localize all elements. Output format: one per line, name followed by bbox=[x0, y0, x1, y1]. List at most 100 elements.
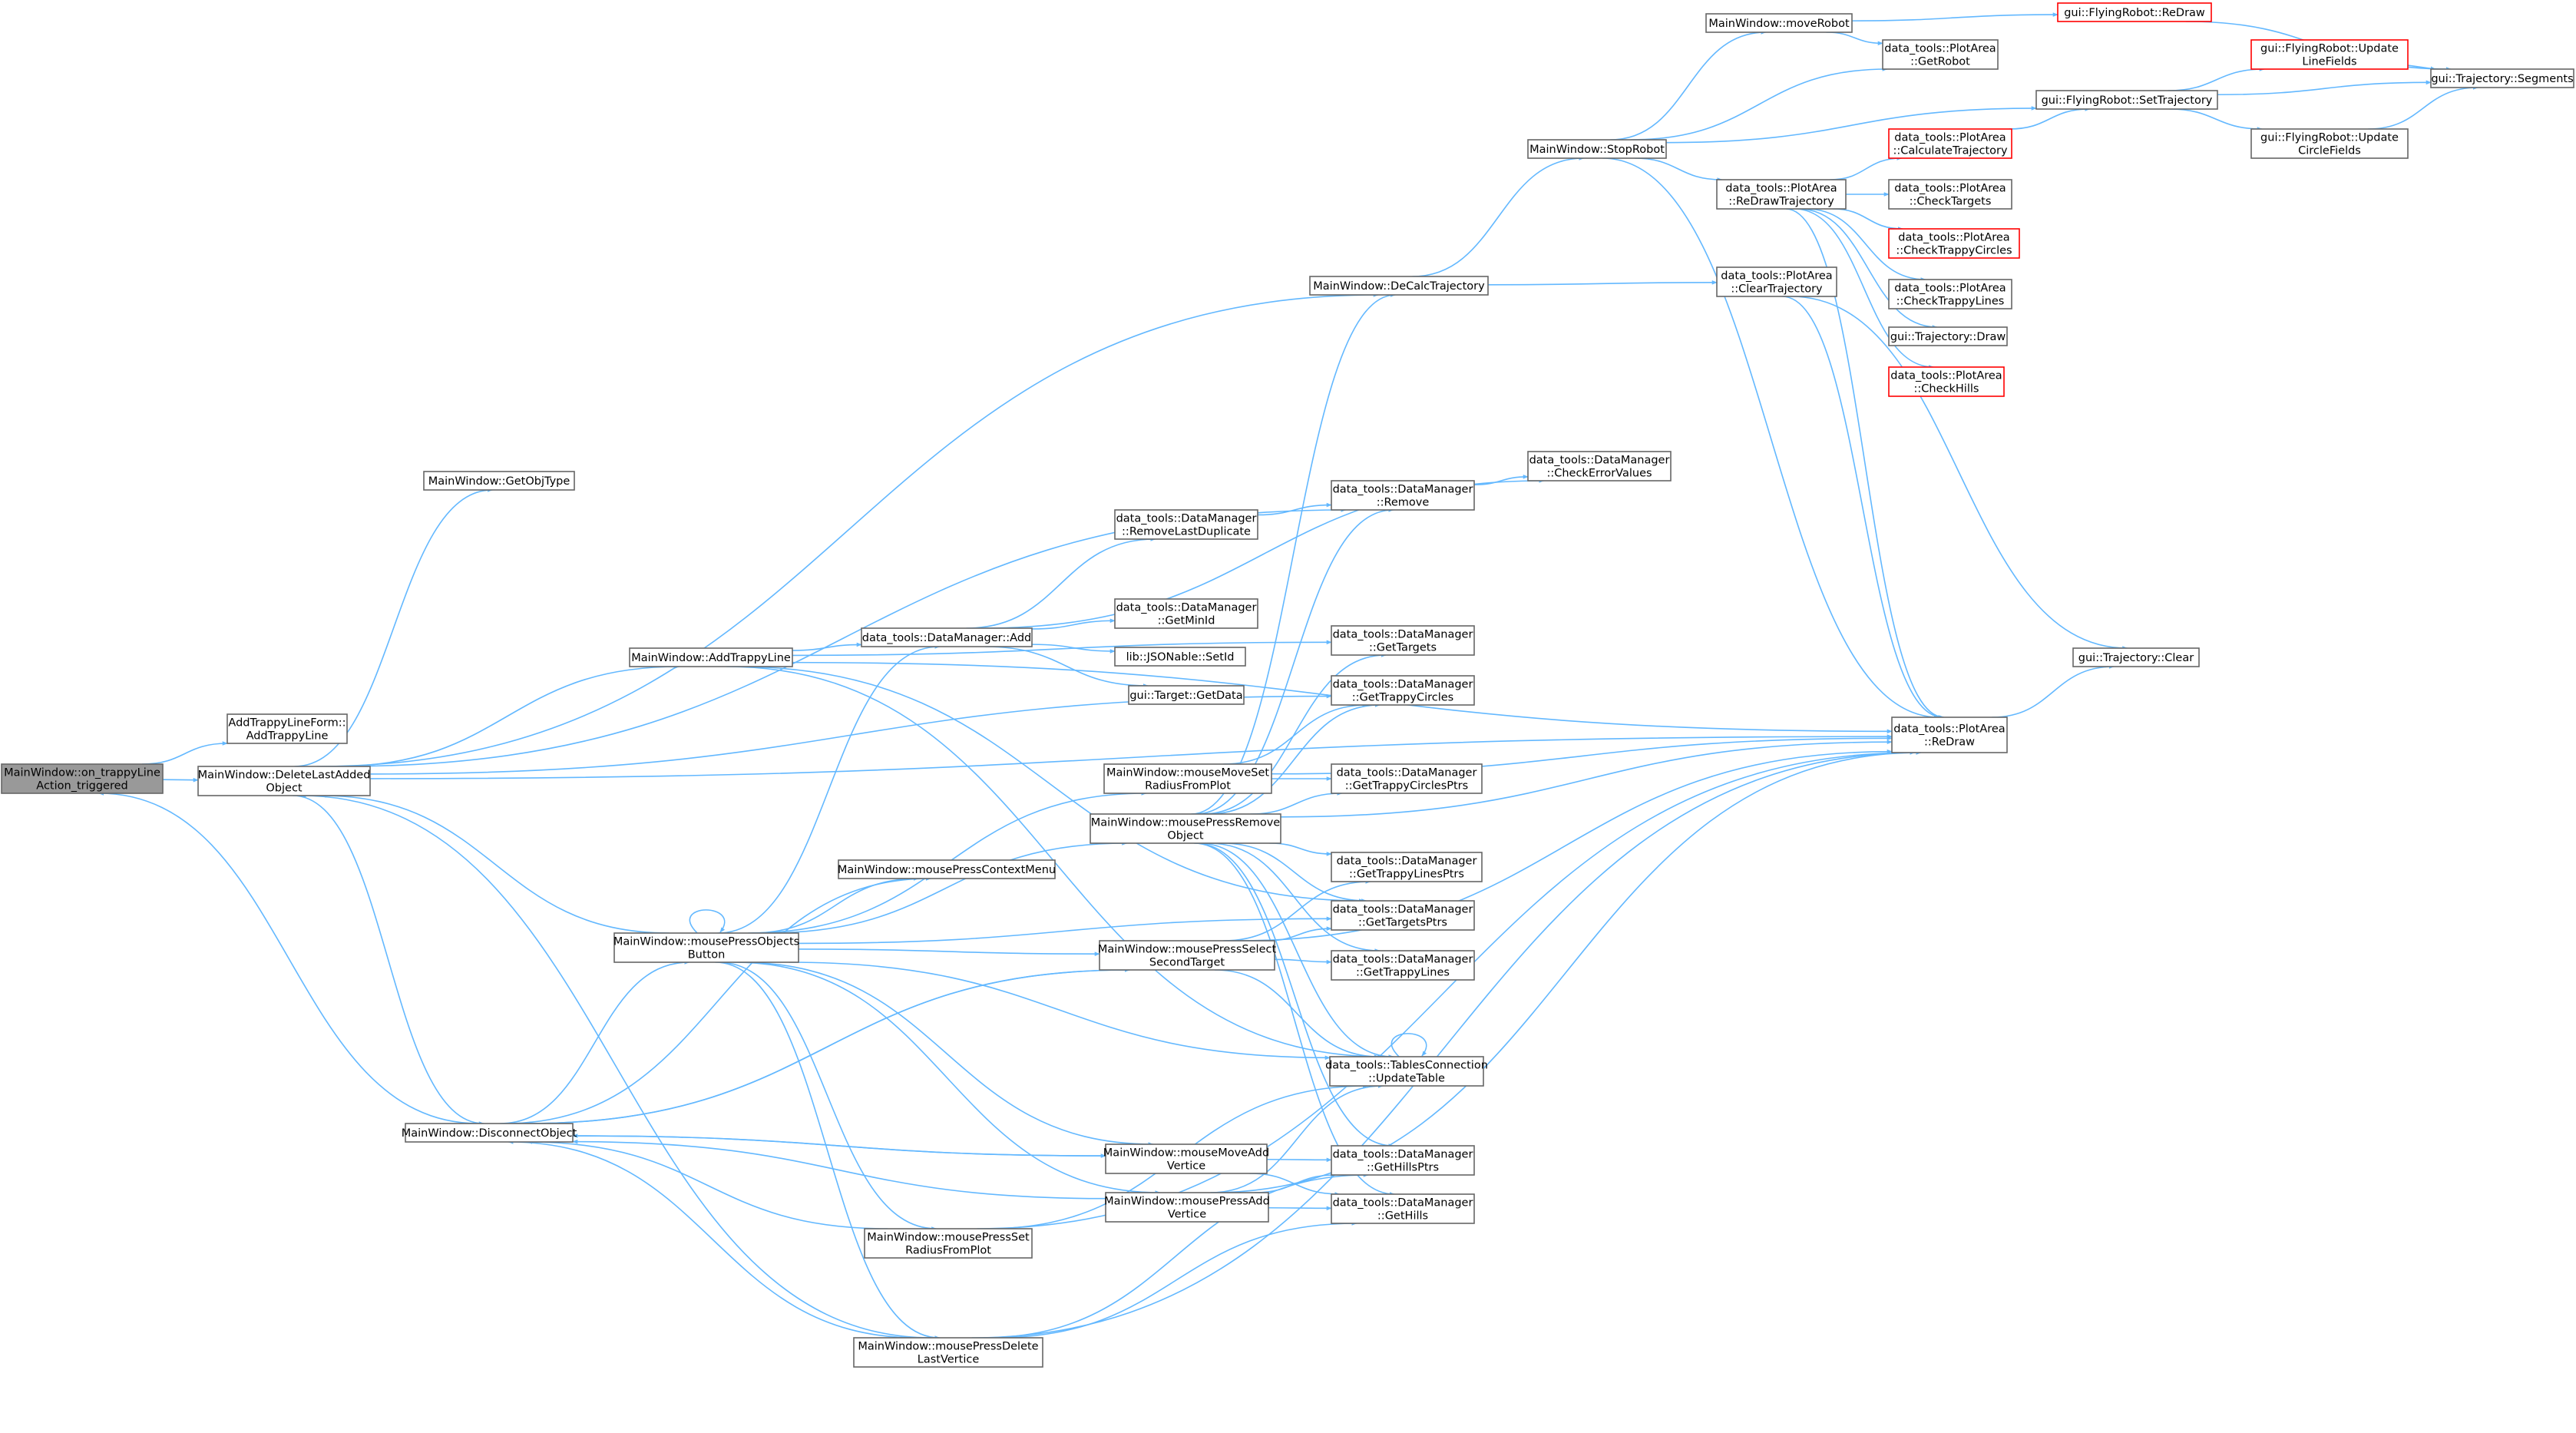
node-dmGetTrappyLinesPtrs[interactable]: data_tools::DataManager::GetTrappyLinesP… bbox=[1331, 852, 1483, 882]
edge-root-to-addTrappyForm bbox=[142, 741, 228, 765]
node-dmGetTrappyCirclesPtrs[interactable]: data_tools::DataManager::GetTrappyCircle… bbox=[1331, 763, 1483, 794]
node-label-line: AddTrappyLineForm:: bbox=[228, 717, 346, 730]
node-frReDraw[interactable]: gui::FlyingRobot::ReDraw bbox=[2057, 2, 2212, 22]
node-dmGetHills[interactable]: data_tools::DataManager::GetHills bbox=[1331, 1193, 1475, 1224]
edge-line bbox=[142, 741, 228, 765]
node-frSetTraj[interactable]: gui::FlyingRobot::SetTrajectory bbox=[2035, 90, 2218, 110]
edge-deleteLast-to-dmRemove bbox=[341, 508, 1347, 767]
edge-line bbox=[1280, 740, 1893, 818]
node-tcUpdate[interactable]: data_tools::TablesConnection::UpdateTabl… bbox=[1325, 1056, 1488, 1087]
node-targetGetData[interactable]: gui::Target::GetData bbox=[1128, 685, 1245, 705]
edge-addTrappyLine-to-dmAdd bbox=[792, 642, 862, 651]
node-dmGetTrappyCircles[interactable]: data_tools::DataManager::GetTrappyCircle… bbox=[1331, 675, 1475, 706]
node-label-line: data_tools::PlotArea bbox=[1721, 270, 1832, 283]
edge-dmAdd-to-targetGetData bbox=[984, 646, 1149, 688]
node-dmGetHillsPtrs[interactable]: data_tools::DataManager::GetHillsPtrs bbox=[1331, 1145, 1475, 1176]
node-pressContext[interactable]: MainWindow::mousePressContextMenu bbox=[838, 859, 1056, 879]
node-label-line: Vertice bbox=[1168, 1209, 1206, 1221]
node-label-line: data_tools::DataManager bbox=[1333, 954, 1473, 966]
node-dmAdd[interactable]: data_tools::DataManager::Add bbox=[861, 627, 1033, 647]
node-dmRemoveLastDup[interactable]: data_tools::DataManager::RemoveLastDupli… bbox=[1114, 509, 1258, 540]
node-label-line: MainWindow::DeCalcTrajectory bbox=[1313, 280, 1485, 293]
node-label-line: Object bbox=[266, 783, 303, 795]
node-jsonSetId[interactable]: lib::JSONable::SetId bbox=[1114, 647, 1246, 667]
node-dmGetTargets[interactable]: data_tools::DataManager::GetTargets bbox=[1331, 625, 1475, 656]
node-label-line: SecondTarget bbox=[1149, 957, 1225, 969]
node-dmGetTrappyLines[interactable]: data_tools::DataManager::GetTrappyLines bbox=[1331, 950, 1475, 981]
node-box bbox=[1114, 647, 1246, 667]
node-label-line: MainWindow::mousePressDelete bbox=[858, 1341, 1038, 1353]
node-box bbox=[197, 766, 371, 796]
node-label-line: Action_triggered bbox=[36, 780, 127, 793]
edge-pressRemove-to-dmGetTrappyCirclesPtrs bbox=[1250, 791, 1343, 815]
node-moveRobot[interactable]: MainWindow::moveRobot bbox=[1705, 13, 1853, 33]
node-paCheckTargets[interactable]: data_tools::PlotArea::CheckTargets bbox=[1888, 179, 2012, 210]
node-label-line: data_tools::DataManager bbox=[1333, 629, 1473, 641]
node-label-line: data_tools::PlotArea bbox=[1893, 723, 2005, 736]
edge-moveAddVert-to-disconnect bbox=[572, 1133, 1106, 1157]
node-paCalcTraj[interactable]: data_tools::PlotArea::CalculateTrajector… bbox=[1888, 128, 2012, 159]
node-paReDraw[interactable]: data_tools::PlotArea::ReDraw bbox=[1891, 716, 2008, 753]
node-getObjType[interactable]: MainWindow::GetObjType bbox=[423, 471, 575, 491]
node-label-line: ::CheckTrappyCircles bbox=[1896, 245, 2012, 257]
edge-root-to-deleteLast bbox=[162, 777, 199, 783]
node-paCheckTrappyLines[interactable]: data_tools::PlotArea::CheckTrappyLines bbox=[1888, 279, 2012, 309]
edge-line bbox=[369, 734, 1893, 779]
edge-line bbox=[1202, 653, 1387, 815]
edge-frUpdCircle-to-trajSegments bbox=[2368, 85, 2478, 130]
node-dmGetTargetsPtrs[interactable]: data_tools::DataManager::GetTargetsPtrs bbox=[1331, 900, 1475, 931]
edge-deleteLast-to-paReDraw bbox=[369, 734, 1893, 779]
node-label-line: gui::Trajectory::Draw bbox=[1890, 331, 2006, 343]
edge-line bbox=[733, 961, 1161, 1195]
node-trajClear[interactable]: gui::Trajectory::Clear bbox=[2072, 647, 2200, 667]
node-label-line: data_tools::DataManager bbox=[1116, 513, 1257, 525]
node-trajDraw[interactable]: gui::Trajectory::Draw bbox=[1888, 326, 2008, 346]
node-label-line: data_tools::DataManager bbox=[1337, 767, 1477, 779]
edge-pressObjects-to-pressSelect bbox=[798, 948, 1100, 956]
node-paGetRobot[interactable]: data_tools::PlotArea::GetRobot bbox=[1882, 39, 1999, 70]
node-dmRemove[interactable]: data_tools::DataManager::Remove bbox=[1331, 480, 1475, 511]
node-box bbox=[1105, 1192, 1269, 1223]
node-paReDrawTraj[interactable]: data_tools::PlotArea::ReDrawTrajectory bbox=[1716, 179, 1847, 210]
edge-pressObjects-to-pressContext bbox=[751, 876, 919, 934]
edge-line bbox=[293, 795, 484, 1126]
node-paCheckTrappyCircles[interactable]: data_tools::PlotArea::CheckTrappyCircles bbox=[1888, 228, 2020, 259]
edge-pressObjects-to-moveAddVert bbox=[739, 961, 1154, 1147]
node-stopRobot[interactable]: MainWindow::StopRobot bbox=[1527, 139, 1667, 159]
node-label-line: data_tools::DataManager bbox=[1337, 855, 1477, 868]
node-label-line: data_tools::DataManager bbox=[1333, 679, 1473, 691]
edge-paReDrawTraj-to-paReDraw bbox=[1785, 208, 1945, 720]
node-paCheckHills[interactable]: data_tools::PlotArea::CheckHills bbox=[1888, 366, 2005, 397]
node-root[interactable]: MainWindow::on_trappyLineAction_triggere… bbox=[1, 763, 164, 794]
node-trajSegments[interactable]: gui::Trajectory::Segments bbox=[2430, 68, 2574, 88]
edge-deleteLast-to-deCalc bbox=[316, 293, 1379, 767]
node-paClearTraj[interactable]: data_tools::PlotArea::ClearTrajectory bbox=[1716, 266, 1837, 297]
node-disconnect[interactable]: MainWindow::DisconnectObject bbox=[402, 1123, 577, 1143]
node-deCalc[interactable]: MainWindow::DeCalcTrajectory bbox=[1309, 276, 1489, 296]
edge-line bbox=[524, 969, 1130, 1126]
edge-line bbox=[1791, 296, 2128, 650]
edge-pressObjects-to-pressRemove bbox=[765, 841, 1128, 934]
edge-stopRobot-to-paReDrawTraj bbox=[1634, 157, 1723, 182]
node-dmCheckErr[interactable]: data_tools::DataManager::CheckErrorValue… bbox=[1527, 451, 1672, 482]
node-dmGetMinId[interactable]: data_tools::DataManager::GetMinId bbox=[1114, 598, 1258, 629]
node-addTrappyLine[interactable]: MainWindow::AddTrappyLine bbox=[629, 647, 793, 667]
node-addTrappyForm[interactable]: AddTrappyLineForm::AddTrappyLine bbox=[227, 713, 348, 744]
edge-pressRemove-to-tcUpdate bbox=[1199, 842, 1394, 1059]
node-label-line: data_tools::PlotArea bbox=[1725, 183, 1837, 195]
edge-line bbox=[1992, 664, 2115, 718]
edge-dmAdd-to-dmGetMinId bbox=[1031, 618, 1116, 630]
edge-line bbox=[792, 640, 1332, 657]
